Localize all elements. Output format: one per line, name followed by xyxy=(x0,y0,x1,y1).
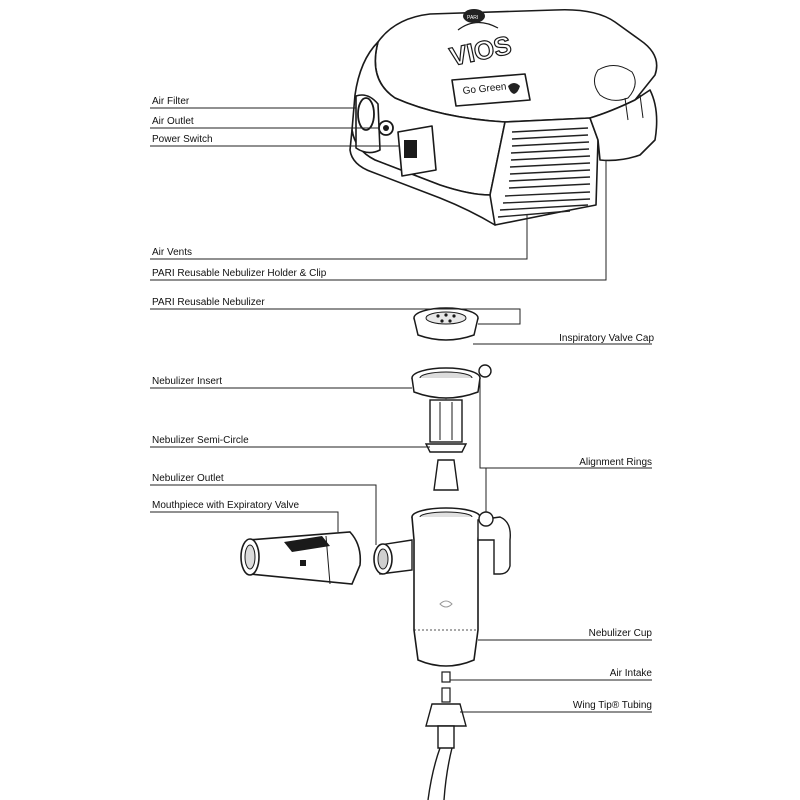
nebulizer-insert-part xyxy=(411,364,492,443)
label-air-outlet: Air Outlet xyxy=(152,116,194,127)
inspiratory-valve-cap-part xyxy=(413,307,479,341)
nebulizer-assembly xyxy=(240,307,511,800)
badge-text: Go Green xyxy=(462,81,507,97)
label-holder-clip: PARI Reusable Nebulizer Holder & Clip xyxy=(152,268,327,279)
label-nebulizer-semi-circle: Nebulizer Semi-Circle xyxy=(152,435,249,446)
mouthpiece-part xyxy=(240,531,362,585)
label-air-filter: Air Filter xyxy=(152,96,190,107)
label-reusable-nebulizer: PARI Reusable Nebulizer xyxy=(152,297,265,308)
power-switch-rocker xyxy=(404,140,417,158)
label-inspiratory-valve-cap: Inspiratory Valve Cap xyxy=(559,333,654,344)
label-alignment-rings: Alignment Rings xyxy=(579,457,652,468)
callout-labels: Air Filter Air Outlet Power Switch Air V… xyxy=(152,96,654,711)
label-air-vents: Air Vents xyxy=(152,247,192,258)
label-nebulizer-cup: Nebulizer Cup xyxy=(589,628,653,639)
air-filter-knob xyxy=(357,97,375,131)
label-air-intake: Air Intake xyxy=(610,668,653,679)
wing-tip-tubing-part xyxy=(425,687,467,800)
nebulizer-cup-part xyxy=(373,507,511,683)
label-wing-tip-tubing: Wing Tip® Tubing xyxy=(573,700,652,711)
label-nebulizer-insert: Nebulizer Insert xyxy=(152,376,222,387)
small-brand-text: PARI xyxy=(467,15,478,21)
label-nebulizer-outlet: Nebulizer Outlet xyxy=(152,473,224,484)
leader-lines xyxy=(150,107,652,713)
label-mouthpiece: Mouthpiece with Expiratory Valve xyxy=(152,500,300,511)
label-power-switch: Power Switch xyxy=(152,134,213,145)
compressor-unit: Go Green VIOS PARI xyxy=(349,8,658,226)
nebulizer-semi-circle-part xyxy=(424,443,468,491)
